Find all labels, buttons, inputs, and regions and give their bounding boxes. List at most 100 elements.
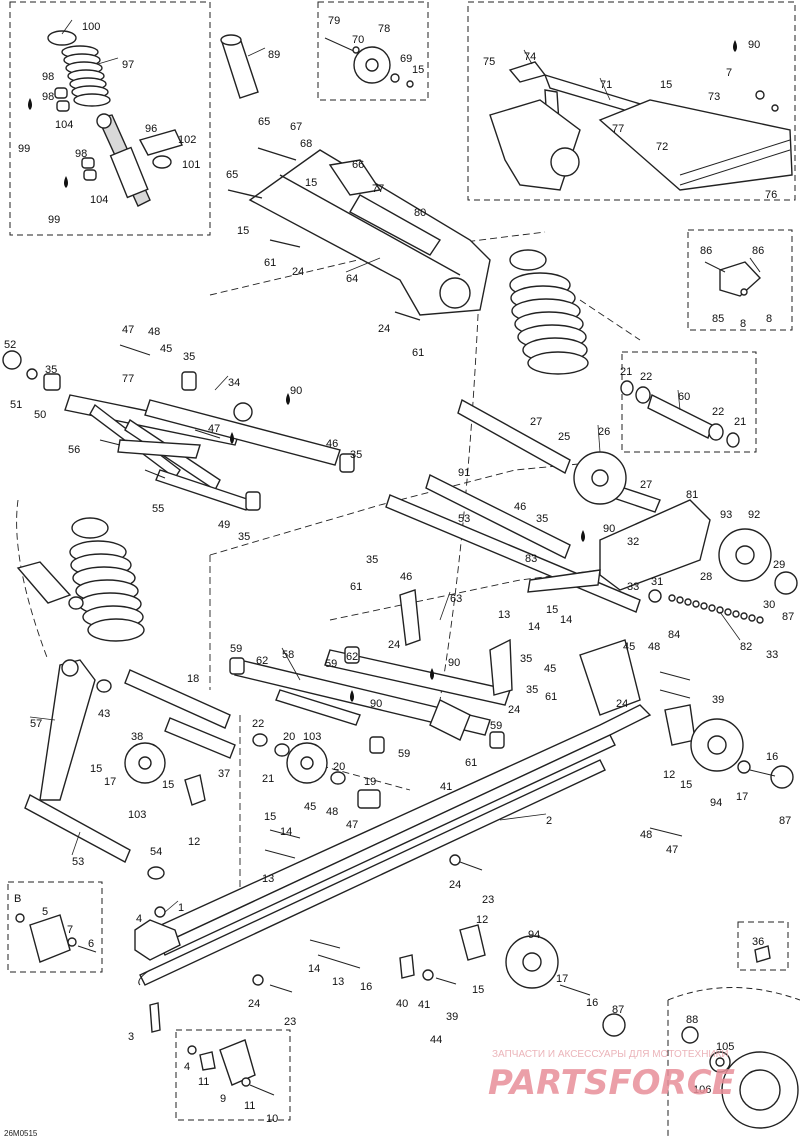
- callout-label: 94: [528, 929, 540, 941]
- callout-label: 89: [268, 49, 280, 61]
- callout-label: 15: [90, 763, 102, 775]
- callout-label: 104: [55, 119, 73, 131]
- callout-label: 46: [514, 501, 526, 513]
- callout-label: 11: [198, 1076, 209, 1088]
- callout-label: 15: [660, 79, 672, 91]
- callout-label: 99: [18, 143, 30, 155]
- callout-label: 24: [292, 266, 304, 278]
- callout-label: 35: [526, 684, 538, 696]
- callout-label: 34: [228, 377, 240, 389]
- callout-label: 93: [720, 509, 732, 521]
- watermark-tagline: ЗАПЧАСТИ И АКСЕССУАРЫ ДЛЯ МОТОТЕХНИКИ: [492, 1049, 729, 1060]
- callout-label: 64: [346, 273, 358, 285]
- callout-label: 45: [623, 641, 635, 653]
- callout-labels: 1009798981049996102101981049989797870691…: [4, 15, 794, 1125]
- callout-label: 56: [68, 444, 80, 456]
- callout-label: 25: [558, 431, 570, 443]
- bracket-kit-box: [687, 229, 793, 331]
- callout-label: 9: [220, 1093, 226, 1105]
- callout-label: 14: [308, 963, 320, 975]
- callout-label: 98: [42, 91, 54, 103]
- bushing-89: [220, 34, 259, 99]
- detail-b-box: [7, 881, 103, 973]
- rear-shock-assembly: [28, 30, 183, 207]
- callout-label: 38: [131, 731, 143, 743]
- callout-label: 39: [712, 694, 724, 706]
- callout-label: 8: [740, 318, 746, 330]
- callout-label: 4: [184, 1061, 190, 1073]
- callout-label: 65: [258, 116, 270, 128]
- callout-label: 15: [305, 177, 317, 189]
- callout-label: 67: [290, 121, 302, 133]
- callout-label: 24: [248, 998, 260, 1010]
- callout-label: 11: [244, 1100, 255, 1112]
- wheel-detail: [681, 1026, 799, 1129]
- rear-wheel-94-lower: [399, 924, 626, 1037]
- callout-label: 24: [378, 323, 390, 335]
- callout-label: 59: [398, 748, 410, 760]
- callout-label: 22: [712, 406, 724, 418]
- detail-b: [15, 913, 97, 963]
- callout-label: 91: [458, 467, 470, 479]
- callout-label: 87: [782, 611, 794, 623]
- callout-label: 77: [122, 373, 134, 385]
- callout-label: 19: [364, 776, 376, 788]
- callout-label: 13: [498, 609, 510, 621]
- callout-label: 47: [208, 423, 220, 435]
- callout-label: 50: [34, 409, 46, 421]
- slide-rail-kit: [489, 40, 793, 191]
- front-shock-left: [16, 517, 145, 642]
- callout-label: 88: [686, 1014, 698, 1026]
- front-arm-34: [2, 344, 355, 511]
- callout-label: 40: [396, 998, 408, 1010]
- callout-label: 59: [325, 658, 337, 670]
- callout-label: 21: [734, 416, 746, 428]
- callout-label: 47: [346, 819, 358, 831]
- callout-label: 60: [678, 391, 690, 403]
- bracket-85: [704, 257, 761, 297]
- callout-label: 41: [440, 781, 452, 793]
- callout-label: 65: [226, 169, 238, 181]
- callout-label: 24: [616, 698, 628, 710]
- callout-label: 30: [763, 599, 775, 611]
- callout-label: 15: [412, 64, 424, 76]
- callout-label: 83: [525, 553, 537, 565]
- callout-label: 12: [188, 836, 200, 848]
- callout-label: 15: [472, 984, 484, 996]
- callout-label: 5: [42, 906, 48, 918]
- callout-label: 55: [152, 503, 164, 515]
- callout-label: 78: [378, 23, 390, 35]
- callout-label: 17: [736, 791, 748, 803]
- callout-label: 87: [612, 1004, 624, 1016]
- callout-label: 73: [708, 91, 720, 103]
- callout-label: 70: [352, 34, 364, 46]
- callout-label: 90: [603, 523, 615, 535]
- callout-label: 90: [748, 39, 760, 51]
- callout-label: 36: [752, 936, 764, 948]
- callout-label: 17: [556, 973, 568, 985]
- callout-label: 48: [640, 829, 652, 841]
- callout-label: 90: [448, 657, 460, 669]
- callout-label: 61: [350, 581, 362, 593]
- callout-label: 15: [680, 779, 692, 791]
- callout-label: 84: [668, 629, 680, 641]
- callout-label: 51: [10, 399, 22, 411]
- callout-label: 53: [72, 856, 84, 868]
- callout-label: 14: [528, 621, 540, 633]
- callout-label: 61: [264, 257, 276, 269]
- callout-label: 12: [663, 769, 675, 781]
- spring-97: [61, 45, 111, 107]
- part-36: [754, 945, 771, 963]
- callout-label: 86: [700, 245, 712, 257]
- callout-label: 35: [366, 554, 378, 566]
- callout-label: 13: [262, 873, 274, 885]
- callout-label: 86: [752, 245, 764, 257]
- callout-label: 23: [284, 1016, 296, 1028]
- callout-label: 22: [640, 371, 652, 383]
- callout-label: 47: [122, 324, 134, 336]
- callout-label: 101: [182, 159, 200, 171]
- idler-wheel-box: [317, 1, 429, 101]
- callout-label: 99: [48, 214, 60, 226]
- callout-label: 3: [128, 1031, 134, 1043]
